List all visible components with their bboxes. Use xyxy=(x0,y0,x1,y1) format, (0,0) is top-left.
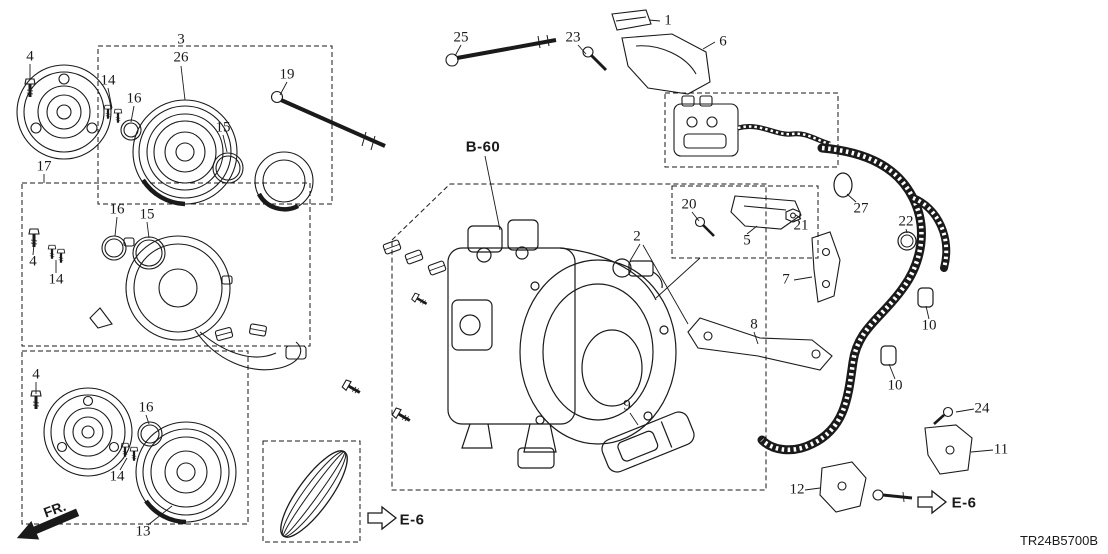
bolt-24-art xyxy=(942,406,954,418)
field-coil-art xyxy=(27,227,307,371)
clamp-10a-art xyxy=(917,287,934,308)
box-field-coil xyxy=(21,182,311,347)
ring-27-art xyxy=(833,172,853,198)
bracket-12-art xyxy=(819,461,867,513)
pulley-top-art xyxy=(103,90,386,212)
oring-22-art xyxy=(897,231,917,251)
e6-arrow-icon xyxy=(367,505,398,531)
part-9-art xyxy=(601,411,695,473)
fr-arrow-icon xyxy=(16,508,80,540)
box-connector xyxy=(664,92,839,168)
part-2-art xyxy=(612,258,632,278)
box-bracket-5 xyxy=(671,185,819,259)
box-pulley-bottom xyxy=(21,350,249,525)
box-pulley-top xyxy=(97,45,333,205)
clutch-disc-top-art xyxy=(16,64,112,160)
bracket-5-art xyxy=(694,195,802,237)
top-fasteners-art xyxy=(445,9,711,95)
part-1-art xyxy=(611,9,652,31)
cover-6-art xyxy=(621,33,711,95)
clamp-10b-art xyxy=(880,345,897,366)
lower-brackets-art xyxy=(819,406,973,513)
group-boxes xyxy=(21,45,839,543)
bracket-8-art xyxy=(687,317,833,371)
box-belt xyxy=(262,440,361,543)
bracket-11-art xyxy=(924,424,973,475)
leader-lines xyxy=(29,19,994,526)
compressor-art xyxy=(340,219,695,473)
belt-art xyxy=(280,450,348,538)
box-compressor xyxy=(391,183,767,491)
brackets-art xyxy=(687,231,841,371)
bracket-7-art xyxy=(811,231,841,303)
e6-arrow-icon xyxy=(917,489,948,515)
connector-art xyxy=(673,95,831,157)
harness-art xyxy=(757,143,951,455)
diagram-code: TR24B5700B xyxy=(1019,533,1098,548)
pulley-bottom-art xyxy=(29,387,237,525)
